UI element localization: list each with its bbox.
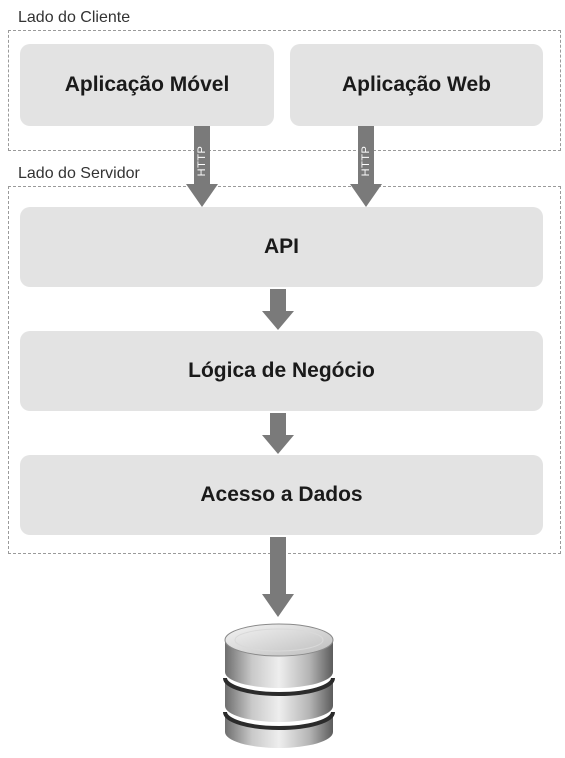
arrow-api-to-business bbox=[262, 289, 294, 330]
api-layer-box: API bbox=[20, 207, 543, 287]
client-side-label: Lado do Cliente bbox=[18, 9, 131, 26]
http-arrow-left bbox=[186, 126, 218, 207]
http-label-left: HTTP bbox=[196, 145, 208, 177]
data-access-layer-box: Acesso a Dados bbox=[20, 455, 543, 535]
http-label-right: HTTP bbox=[360, 145, 372, 177]
client-side-region bbox=[8, 30, 561, 151]
database-icon bbox=[223, 623, 335, 748]
web-app-box: Aplicação Web bbox=[290, 44, 543, 126]
server-side-label: Lado do Servidor bbox=[18, 165, 140, 182]
business-logic-layer-box: Lógica de Negócio bbox=[20, 331, 543, 411]
http-arrow-right bbox=[350, 126, 382, 207]
arrow-data-to-database bbox=[262, 537, 294, 617]
mobile-app-box: Aplicação Móvel bbox=[20, 44, 274, 126]
arrow-business-to-data bbox=[262, 413, 294, 454]
